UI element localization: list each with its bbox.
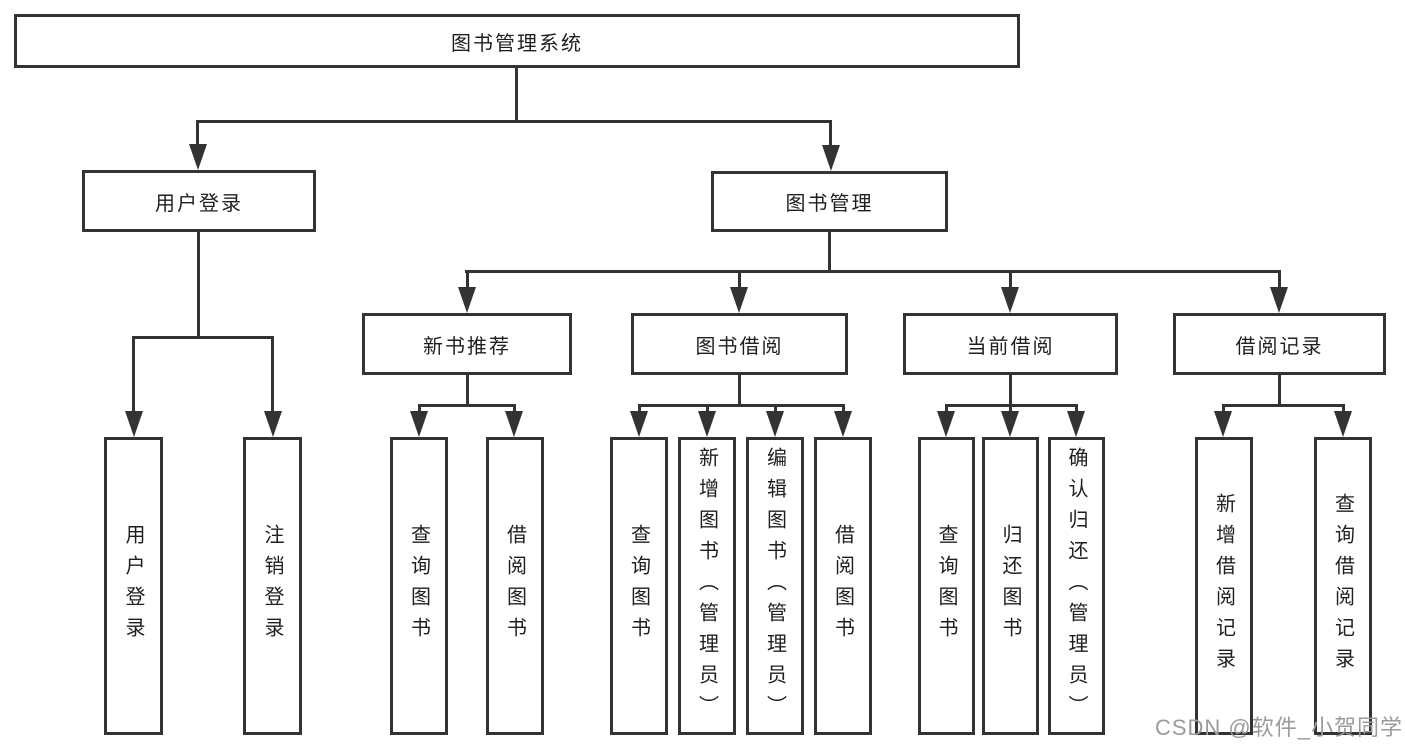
connector-line	[132, 336, 135, 413]
arrow-down-icon	[630, 411, 648, 437]
connector-line	[638, 404, 641, 416]
connector-line	[513, 404, 516, 416]
leaf-borrow-books-recommend: 借阅图书	[486, 437, 544, 735]
node-borrow-records: 借阅记录	[1173, 313, 1386, 375]
leaf-query-books-recommend: 查询图书	[390, 437, 448, 735]
connector-line	[418, 404, 421, 416]
connector-line	[1009, 375, 1012, 404]
connector-line	[738, 270, 741, 292]
arrow-down-icon	[189, 144, 207, 170]
connector-line	[842, 404, 845, 416]
leaf-add-borrow-record: 新增借阅记录	[1195, 437, 1253, 735]
connector-line	[638, 404, 845, 407]
arrow-down-icon	[698, 411, 716, 437]
csdn-watermark: CSDN @软件_小贺同学	[1154, 715, 1403, 740]
arrow-down-icon	[458, 287, 476, 313]
leaf-edit-books-admin: 编辑图书（管理员）	[746, 437, 804, 735]
arrow-down-icon	[505, 411, 523, 437]
connector-line	[828, 232, 831, 270]
connector-line	[1278, 375, 1281, 404]
connector-line	[829, 120, 832, 148]
leaf-borrow-books: 借阅图书	[814, 437, 872, 735]
arrow-down-icon	[410, 411, 428, 437]
leaf-user-login: 用户登录	[104, 437, 163, 735]
arrow-down-icon	[937, 411, 955, 437]
node-current-borrow: 当前借阅	[903, 313, 1118, 375]
node-book-management: 图书管理	[711, 171, 948, 232]
leaf-query-borrow-record: 查询借阅记录	[1314, 437, 1372, 735]
arrow-down-icon	[1214, 411, 1232, 437]
arrow-down-icon	[264, 411, 282, 437]
leaf-return-books: 归还图书	[982, 437, 1039, 735]
connector-line	[774, 404, 777, 416]
connector-line	[196, 120, 199, 148]
arrow-down-icon	[1334, 411, 1352, 437]
connector-line	[1222, 404, 1345, 407]
connector-line	[132, 336, 274, 339]
node-book-borrow: 图书借阅	[631, 313, 848, 375]
leaf-query-books-borrow: 查询图书	[610, 437, 668, 735]
leaf-confirm-return-admin: 确认归还（管理员）	[1048, 437, 1105, 735]
leaf-logout: 注销登录	[243, 437, 302, 735]
arrow-down-icon	[834, 411, 852, 437]
connector-line	[271, 336, 274, 413]
connector-line	[945, 404, 948, 416]
leaf-query-books-current: 查询图书	[918, 437, 975, 735]
connector-line	[196, 120, 832, 123]
connector-line	[1009, 270, 1012, 292]
node-new-book-recommend: 新书推荐	[362, 313, 572, 375]
leaf-add-books-admin: 新增图书（管理员）	[678, 437, 736, 735]
arrow-down-icon	[1001, 287, 1019, 313]
connector-line	[706, 404, 709, 416]
connector-line	[515, 68, 518, 120]
connector-line	[738, 375, 741, 404]
arrow-down-icon	[1067, 411, 1085, 437]
connector-line	[1075, 404, 1078, 416]
connector-line	[1222, 404, 1225, 416]
node-library-system: 图书管理系统	[14, 14, 1020, 68]
connector-line	[1342, 404, 1345, 416]
connector-line	[465, 270, 1281, 273]
connector-line	[197, 232, 200, 336]
connector-line	[466, 375, 469, 404]
connector-line	[418, 404, 516, 407]
connector-line	[1009, 404, 1012, 416]
connector-line	[466, 270, 469, 292]
arrow-down-icon	[125, 411, 143, 437]
arrow-down-icon	[766, 411, 784, 437]
connector-line	[1278, 270, 1281, 292]
node-user-login: 用户登录	[82, 170, 316, 232]
arrow-down-icon	[730, 287, 748, 313]
arrow-down-icon	[1001, 411, 1019, 437]
arrow-down-icon	[1270, 287, 1288, 313]
arrow-down-icon	[822, 145, 840, 171]
